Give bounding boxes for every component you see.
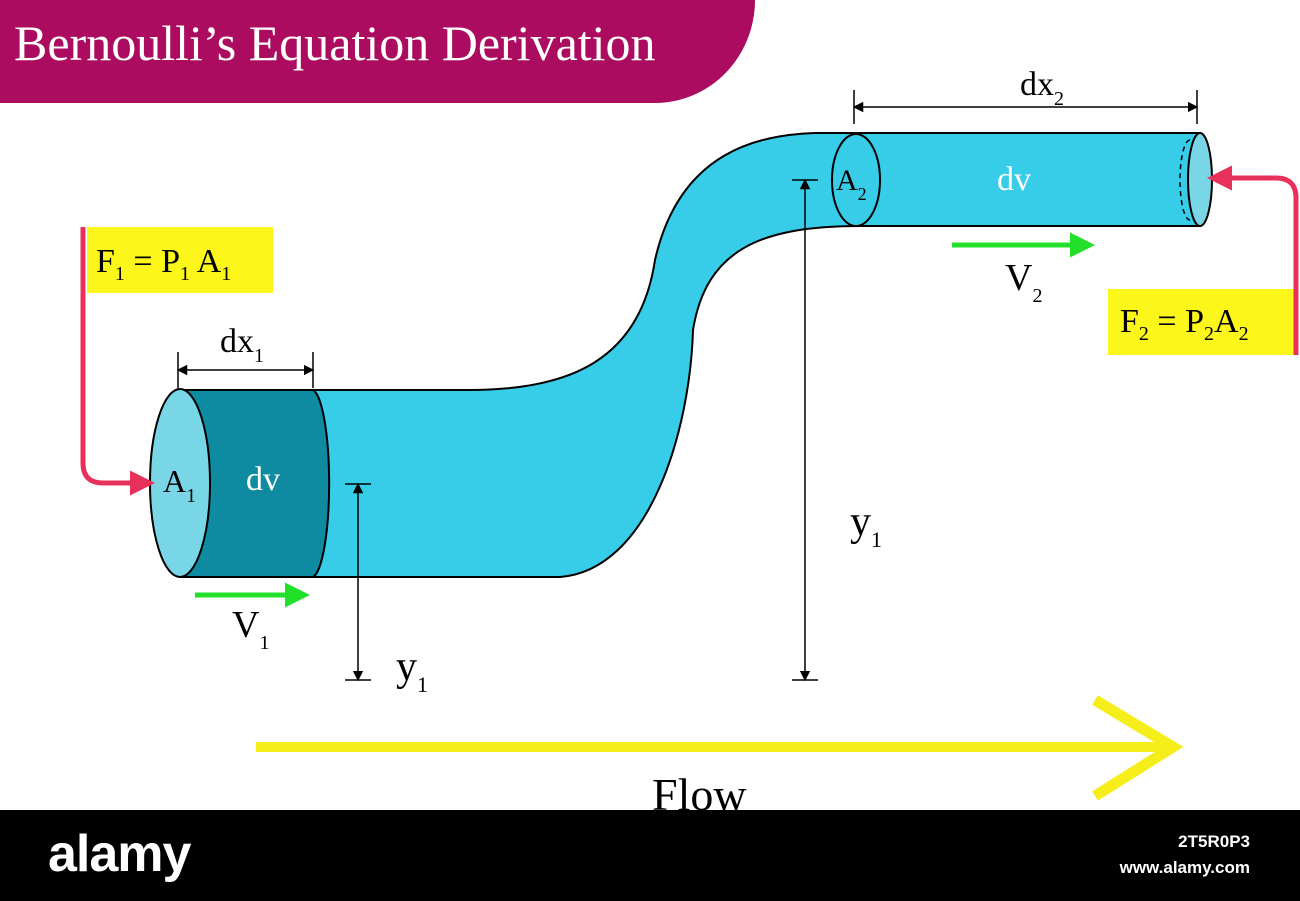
flow-arrow-head: [1092, 695, 1184, 801]
height-right-label: y1: [850, 499, 882, 552]
volume-element-left: [179, 389, 331, 578]
force1-label: F1 = P1 A1: [96, 243, 231, 285]
end-cap-right: [1187, 131, 1213, 228]
force2-label: F2 = P2A2: [1120, 303, 1249, 345]
footer-bar: alamy 2T5R0P3 www.alamy.com: [0, 810, 1300, 901]
dx1-label: dx1: [220, 323, 264, 367]
footer-logo: alamy: [48, 825, 191, 883]
force1-arrow: [80, 227, 155, 496]
pipe-body: [179, 132, 1201, 578]
force1-label-box: [87, 227, 273, 293]
force2-arrow: [1207, 165, 1299, 355]
velocity1-label: V1: [232, 604, 269, 654]
flow-label: Flow: [652, 769, 747, 810]
height-left-label: y1: [396, 644, 428, 697]
dx2-label: dx2: [1020, 66, 1064, 110]
bernoulli-pipe-diagram: F1 = P1 A1 F2 = P2A2 dx1 dx2 A1 A2 dv dv…: [80, 66, 1299, 810]
area1-label: A1: [163, 463, 196, 507]
footer-image-id: 2T5R0P3: [1178, 832, 1250, 851]
area2-label: A2: [836, 164, 867, 204]
dv-right-label: dv: [997, 161, 1031, 198]
footer-url: www.alamy.com: [1119, 858, 1250, 877]
title-banner: Bernoulli’s Equation Derivation: [0, 0, 755, 103]
cross-section-a2: [831, 133, 881, 227]
dv-left-label: dv: [246, 461, 280, 498]
force2-label-box: [1108, 289, 1294, 355]
velocity2-label: V2: [1005, 257, 1042, 307]
page-title: Bernoulli’s Equation Derivation: [14, 15, 656, 71]
